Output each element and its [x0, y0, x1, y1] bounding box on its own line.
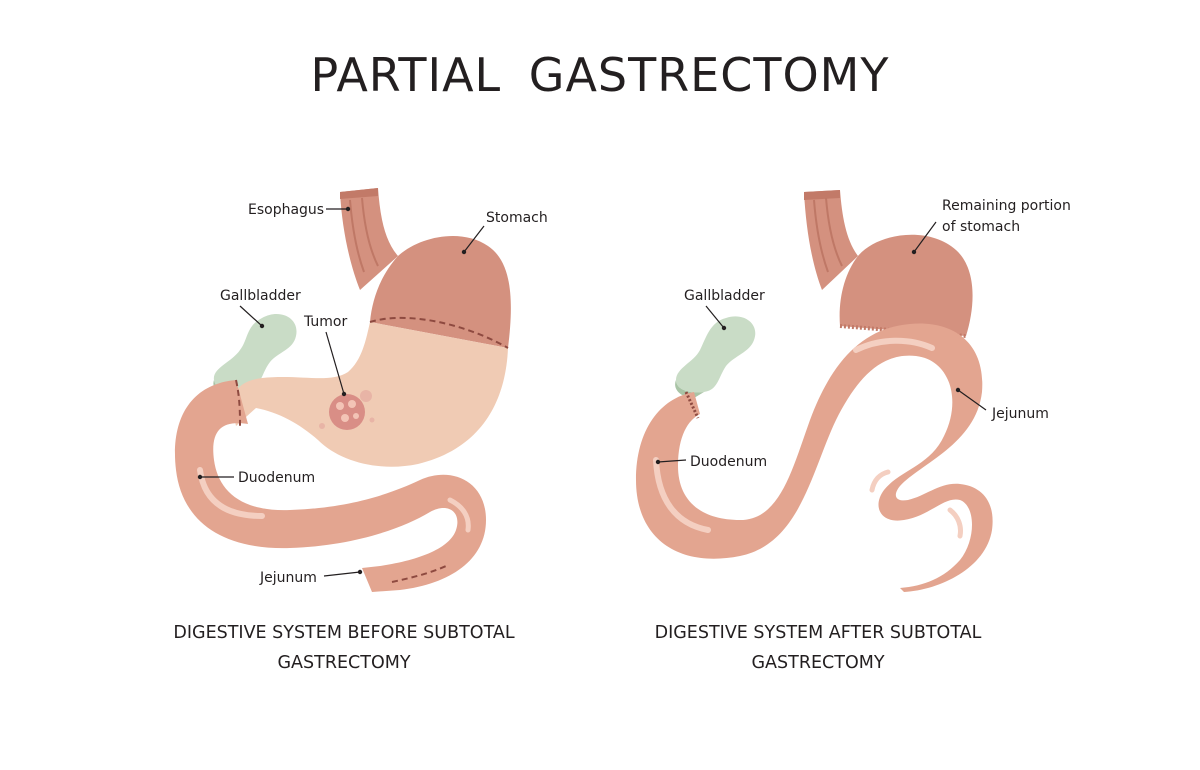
caption-after-line2: GASTRECTOMY [751, 653, 885, 673]
caption-after-line1: DIGESTIVE SYSTEM AFTER SUBTOTAL [654, 623, 982, 643]
gallbladder-after [675, 316, 756, 398]
label-stomach-before: Stomach [486, 210, 548, 226]
tumor [319, 390, 375, 430]
label-jejunum-after: Jejunum [991, 406, 1049, 422]
remaining-stomach [839, 234, 973, 336]
intestine-after [636, 323, 993, 592]
label-tumor: Tumor [303, 314, 348, 330]
caption-before-line2: GASTRECTOMY [277, 653, 411, 673]
esophagus-before [340, 188, 398, 290]
caption-before-line1: DIGESTIVE SYSTEM BEFORE SUBTOTAL [173, 623, 515, 643]
label-jejunum-before: Jejunum [259, 570, 317, 586]
intestine-before [174, 379, 486, 592]
before-diagram: Esophagus Stomach Gallbladder Tumor Duod… [174, 188, 548, 592]
caption-before: DIGESTIVE SYSTEM BEFORE SUBTOTAL GASTREC… [124, 618, 564, 678]
label-remaining-line2: of stomach [942, 219, 1020, 235]
stomach-upper-before [370, 235, 511, 348]
label-gallbladder-before: Gallbladder [220, 288, 301, 304]
after-diagram: Remaining portion of stomach Gallbladder… [636, 190, 1071, 592]
diagram-title: PARTIAL GASTRECTOMY [310, 48, 890, 102]
label-duodenum-after: Duodenum [690, 454, 767, 470]
esophagus-after [804, 190, 858, 290]
label-esophagus: Esophagus [248, 202, 324, 218]
caption-after: DIGESTIVE SYSTEM AFTER SUBTOTAL GASTRECT… [598, 618, 1038, 678]
label-gallbladder-after: Gallbladder [684, 288, 765, 304]
label-remaining-line1: Remaining portion [942, 198, 1071, 214]
label-duodenum-before: Duodenum [238, 470, 315, 486]
